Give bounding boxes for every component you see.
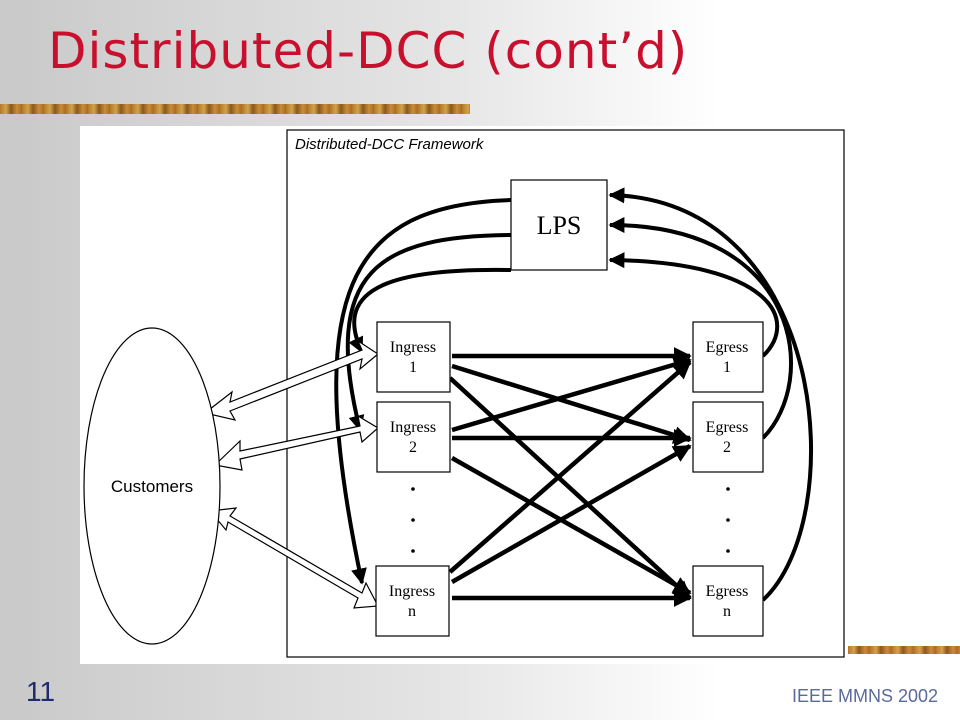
arrow-i2-e1 — [451, 355, 692, 433]
ingress-2-line1: Ingress — [390, 419, 436, 436]
ingress-n-line1: Ingress — [389, 583, 435, 600]
arrow-in-e1 — [448, 360, 692, 574]
egress-2-line1: Egress — [706, 419, 749, 436]
lps-label: LPS — [537, 211, 582, 240]
egress-n-line2: n — [723, 603, 731, 620]
egress-node-n: Egress n — [692, 565, 764, 637]
ingress-1-line1: Ingress — [390, 339, 436, 356]
ingress-ellipsis-dots — [411, 487, 415, 553]
customers-ellipse — [83, 327, 221, 645]
framework-diagram: Distributed-DCC Framework — [83, 129, 845, 658]
lps-to-ingress-arrows — [334, 198, 512, 585]
ingress-n-line2: n — [408, 603, 416, 620]
title-divider — [0, 104, 470, 114]
customers-label: Customers — [111, 477, 193, 496]
lps-box — [510, 179, 608, 271]
egress-1-line2: 1 — [723, 359, 731, 376]
egress-node-2: Egress 2 — [692, 401, 764, 473]
ingress-node-1: Ingress 1 — [376, 321, 451, 393]
ingress-node-2: Ingress 2 — [376, 401, 451, 473]
egress-to-lps-arrows — [608, 187, 814, 602]
egress-2-line2: 2 — [723, 439, 731, 456]
footer-text: IEEE MMNS 2002 — [791, 686, 938, 706]
arrow-lps-i2 — [345, 233, 512, 432]
ingress-1-line2: 1 — [409, 359, 417, 376]
arrow-in-e2 — [450, 444, 692, 584]
egress-node-1: Egress 1 — [692, 321, 764, 393]
ingress-node-n: Ingress n — [375, 565, 450, 637]
egress-n-line1: Egress — [706, 583, 749, 600]
footer-divider — [848, 646, 960, 654]
arrow-i2-en — [450, 456, 692, 595]
arrow-lps-in — [334, 198, 512, 585]
slide-number: 11 — [26, 676, 56, 707]
mesh-arrows — [448, 347, 692, 607]
egress-ellipsis-dots — [726, 487, 730, 553]
customer-arrows — [203, 339, 380, 609]
arrow-en-lps — [608, 187, 814, 602]
ingress-2-line2: 2 — [409, 439, 417, 456]
slide-title: Distributed-DCC (cont’d) — [48, 22, 689, 80]
egress-1-line1: Egress — [706, 339, 749, 356]
arrow-i1-en — [448, 376, 692, 600]
diagram-panel: Distributed-DCC Framework — [80, 126, 848, 664]
arrow-lps-i1 — [348, 267, 512, 354]
framework-label: Distributed-DCC Framework — [295, 136, 485, 153]
arrow-e1-lps — [608, 252, 780, 358]
arrow-i1-e2 — [451, 363, 692, 444]
